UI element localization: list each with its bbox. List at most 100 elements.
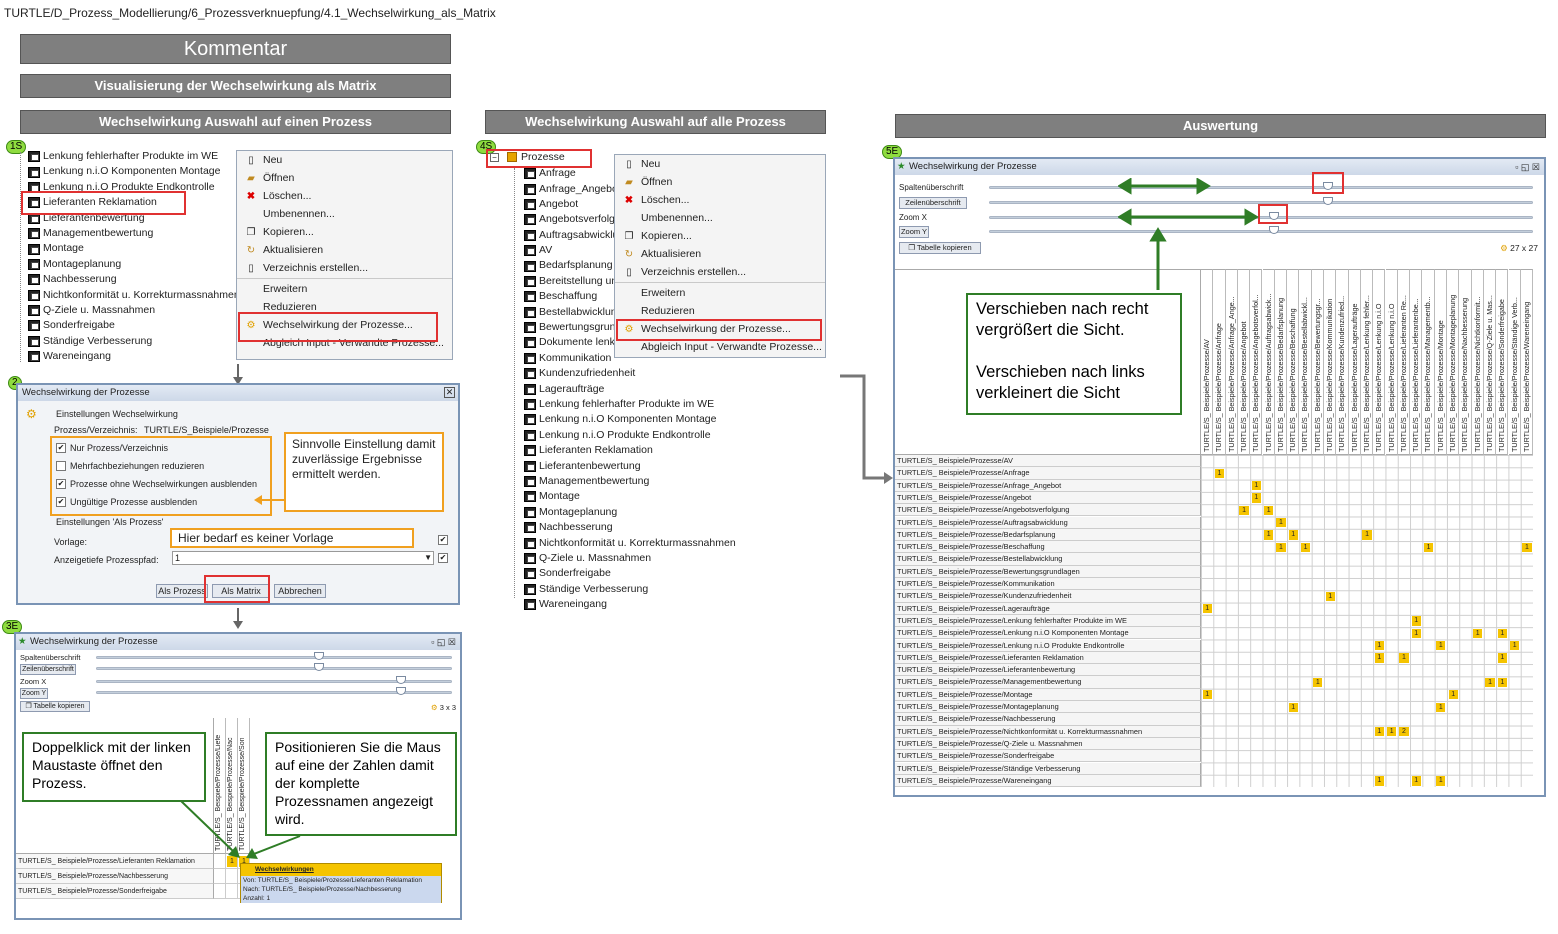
matrix-cell-value[interactable]: 1 bbox=[1251, 481, 1261, 491]
tree-item[interactable]: Nichtkonformität u. Korrekturmassnahmen bbox=[28, 288, 238, 303]
zeilen-slider[interactable] bbox=[989, 201, 1533, 204]
matrix-col-header[interactable]: TURTLE/S_ Beispiele/Prozesse/Lenkung n.i… bbox=[1385, 269, 1398, 455]
tree-item[interactable]: Kundenzufriedenheit bbox=[524, 366, 744, 381]
tree-item[interactable]: Bestellabwicklung bbox=[524, 305, 744, 320]
tree-item[interactable]: Q-Ziele u. Massnahmen bbox=[28, 303, 238, 318]
matrix-col-header[interactable]: TURTLE/S_ Beispiele/Prozesse/Bewertungsg… bbox=[1311, 269, 1324, 455]
matrix-cell[interactable] bbox=[214, 869, 226, 884]
tree-item[interactable]: Bereitstellung und bbox=[524, 274, 744, 289]
matrix-cell-value[interactable]: 2 bbox=[1399, 727, 1409, 737]
matrix-row-header[interactable]: TURTLE/S_ Beispiele/Prozesse/Montage bbox=[895, 688, 1201, 701]
matrix-cell-value[interactable]: 1 bbox=[1387, 727, 1397, 737]
zeilen-slider-knob[interactable] bbox=[314, 663, 324, 671]
tree-item[interactable]: AV bbox=[524, 243, 744, 258]
zoomy-slider[interactable] bbox=[96, 691, 452, 694]
tree-item[interactable]: Dokumente lenken bbox=[524, 335, 744, 350]
matrix-cell-value[interactable]: 1 bbox=[1436, 776, 1446, 786]
matrix-row-header[interactable]: TURTLE/S_ Beispiele/Prozesse/Wareneingan… bbox=[895, 774, 1201, 788]
matrix-row-header[interactable]: TURTLE/S_ Beispiele/Prozesse/Lieferanten… bbox=[895, 651, 1201, 665]
matrix-col-header[interactable]: TURTLE/S_ Beispiele/Prozesse/Bedarfsplan… bbox=[1274, 269, 1288, 455]
matrix-cell-value[interactable]: 1 bbox=[1411, 776, 1421, 786]
tree-item[interactable]: Nachbesserung bbox=[524, 520, 744, 535]
matrix-col-header[interactable]: TURTLE/S_ Beispiele/Prozesse/Lageraufträ… bbox=[1348, 269, 1361, 455]
menu-item-kopieren[interactable]: ❐Kopieren... bbox=[615, 227, 825, 245]
matrix-col-header[interactable]: TURTLE/S_ Beispiele/Prozesse/Lenkung n.i… bbox=[1373, 269, 1386, 455]
matrix-col-header[interactable]: TURTLE/S_ Beispiele/Prozesse/Bestellabwi… bbox=[1299, 269, 1312, 455]
matrix-cell-value[interactable]: 1 bbox=[1202, 604, 1212, 614]
matrix-row-header[interactable]: TURTLE/S_ Beispiele/Prozesse/Lenkung n.i… bbox=[895, 639, 1201, 652]
menu-item-umbenennen[interactable]: Umbenennen... bbox=[641, 212, 713, 224]
matrix-col-header[interactable]: TURTLE/S_ Beispiele/Prozesse/Managementb… bbox=[1422, 269, 1435, 455]
matrix-cell-value[interactable]: 1 bbox=[239, 856, 249, 867]
checkbox-ungueltige[interactable]: ✔Ungültige Prozesse ausblenden bbox=[56, 497, 198, 507]
tree-item[interactable]: Auftragsabwicklung bbox=[524, 228, 744, 243]
matrix-row-header[interactable]: TURTLE/S_ Beispiele/Prozesse/Lageraufträ… bbox=[895, 602, 1201, 615]
zoomy-slider[interactable] bbox=[989, 230, 1533, 233]
menu-item-erweitern[interactable]: Erweitern bbox=[641, 287, 686, 299]
tree-item[interactable]: Montageplanung bbox=[524, 505, 744, 520]
tree-item[interactable]: Managementbewertung bbox=[524, 474, 744, 489]
matrix-col-header[interactable]: TURTLE/S_ Beispiele/Prozesse/Auftragsabw… bbox=[1262, 269, 1275, 455]
matrix-col-header[interactable]: TURTLE/S_ Beispiele/Prozesse/Beschaffung bbox=[1287, 269, 1300, 455]
zeilen-button[interactable]: Zeilenüberschrift bbox=[899, 197, 967, 209]
matrix-cell-value[interactable]: 1 bbox=[1276, 518, 1286, 528]
matrix-col-header[interactable]: TURTLE/S_ Beispiele/Prozesse/Q-Ziele u. … bbox=[1483, 269, 1497, 455]
matrix-cell-value[interactable]: 1 bbox=[1276, 542, 1286, 552]
menu-item-loeschen[interactable]: ✖Löschen... bbox=[237, 187, 452, 205]
matrix-col-header[interactable]: TURTLE/S_ Beispiele/Prozesse/Lieferanten… bbox=[1397, 269, 1411, 455]
matrix-col-header[interactable]: TURTLE/S_ Beispiele/Prozesse/Anfrage_Ang… bbox=[1225, 269, 1238, 455]
menu-item-loeschen[interactable]: ✖Löschen... bbox=[615, 191, 825, 209]
matrix-col-header[interactable]: TURTLE/S_ Beispiele/Prozesse/Ständige Ve… bbox=[1508, 269, 1521, 455]
matrix-col-header[interactable]: TURTLE/S_ Beispiele/Prozesse/Lieferanten… bbox=[1410, 269, 1423, 455]
tree-item[interactable]: Nachbesserung bbox=[28, 272, 238, 287]
menu-item-aktualisieren[interactable]: ↻Aktualisieren bbox=[237, 241, 452, 259]
spalten-slider[interactable] bbox=[989, 186, 1533, 189]
window-controls-icon[interactable]: ▫ ◱ ☒ bbox=[1515, 162, 1540, 172]
matrix-col-header[interactable]: TURTLE/S_ Beispiele/Prozesse/Lenkung feh… bbox=[1360, 269, 1374, 455]
matrix-row-header[interactable]: TURTLE/S_ Beispiele/Prozesse/Bestellabwi… bbox=[895, 553, 1201, 566]
matrix-col-header[interactable]: TURTLE/S_ Beispiele/Prozesse/Montageplan… bbox=[1447, 269, 1460, 455]
matrix-row-header[interactable]: TURTLE/S_ Beispiele/Prozesse/Lieferanten… bbox=[16, 854, 214, 869]
matrix-col-header[interactable]: TURTLE/S_ Beispiele/Prozesse/Son bbox=[238, 718, 250, 854]
matrix-col-header[interactable]: TURTLE/S_ Beispiele/Prozesse/Angebotsver… bbox=[1250, 269, 1263, 455]
tree-item[interactable]: Lieferantenbewertung bbox=[524, 458, 744, 473]
matrix-row-header[interactable]: TURTLE/S_ Beispiele/Prozesse/Managementb… bbox=[895, 676, 1201, 689]
tree-item[interactable]: Lenkung n.i.O Komponenten Montage bbox=[524, 412, 744, 427]
tree-item[interactable]: Angebot bbox=[524, 197, 744, 212]
matrix-cell-value[interactable]: 1 bbox=[1522, 542, 1532, 552]
tree-item[interactable]: Ständige Verbesserung bbox=[28, 334, 238, 349]
matrix-cell-value[interactable]: 1 bbox=[1288, 702, 1298, 712]
tree-item[interactable]: Lageraufträge bbox=[524, 381, 744, 396]
tiefe-checkbox[interactable]: ✔ bbox=[438, 553, 448, 563]
zoomx-slider[interactable] bbox=[96, 680, 452, 683]
tiefe-select[interactable]: 1▼ bbox=[172, 551, 434, 565]
zoomx-slider-knob[interactable] bbox=[1269, 212, 1279, 220]
matrix-cell-value[interactable]: 1 bbox=[1399, 653, 1409, 663]
matrix-row-header[interactable]: TURTLE/S_ Beispiele/Prozesse/Kundenzufri… bbox=[895, 590, 1201, 603]
matrix-cell-value[interactable]: 1 bbox=[1374, 776, 1384, 786]
spalten-slider-knob[interactable] bbox=[1323, 182, 1333, 190]
collapse-icon[interactable]: − bbox=[490, 152, 499, 162]
menu-item-neu[interactable]: ▯Neu bbox=[615, 155, 825, 173]
spalten-slider[interactable] bbox=[96, 656, 452, 659]
matrix-cell-value[interactable]: 1 bbox=[1264, 530, 1274, 540]
matrix-cell-value[interactable]: 1 bbox=[1239, 505, 1249, 515]
zeilen-button[interactable]: Zeilenüberschrift bbox=[20, 664, 76, 675]
tree-item[interactable]: Beschaffung bbox=[524, 289, 744, 304]
tree-item[interactable]: Lenkung fehlerhafter Produkte im WE bbox=[28, 149, 238, 164]
matrix-cell-value[interactable]: 1 bbox=[1264, 505, 1274, 515]
matrix-cell-value[interactable]: 1 bbox=[1300, 542, 1311, 552]
matrix-col-header[interactable]: TURTLE/S_ Beispiele/Prozesse/Liefe bbox=[214, 718, 226, 854]
tree-item[interactable]: Montage bbox=[524, 489, 744, 504]
matrix-cell-value[interactable]: 1 bbox=[1362, 530, 1372, 540]
matrix-row-header[interactable]: TURTLE/S_ Beispiele/Prozesse/Bedarfsplan… bbox=[895, 528, 1201, 542]
matrix-cell-value[interactable]: 1 bbox=[1436, 702, 1446, 712]
menu-item-oeffnen[interactable]: ▰Öffnen bbox=[237, 169, 452, 187]
menu-item-oeffnen[interactable]: ▰Öffnen bbox=[615, 173, 825, 191]
matrix-cell-value[interactable]: 1 bbox=[1374, 727, 1384, 737]
tree-item[interactable]: Lenkung n.i.O Komponenten Montage bbox=[28, 164, 238, 179]
abbrechen-button[interactable]: Abbrechen bbox=[274, 584, 326, 598]
matrix-row-header[interactable]: TURTLE/S_ Beispiele/Prozesse/Auftragsabw… bbox=[895, 516, 1201, 529]
tree2-root[interactable]: −Prozesse bbox=[490, 151, 565, 163]
matrix-cell-value[interactable]: 1 bbox=[1202, 690, 1212, 700]
